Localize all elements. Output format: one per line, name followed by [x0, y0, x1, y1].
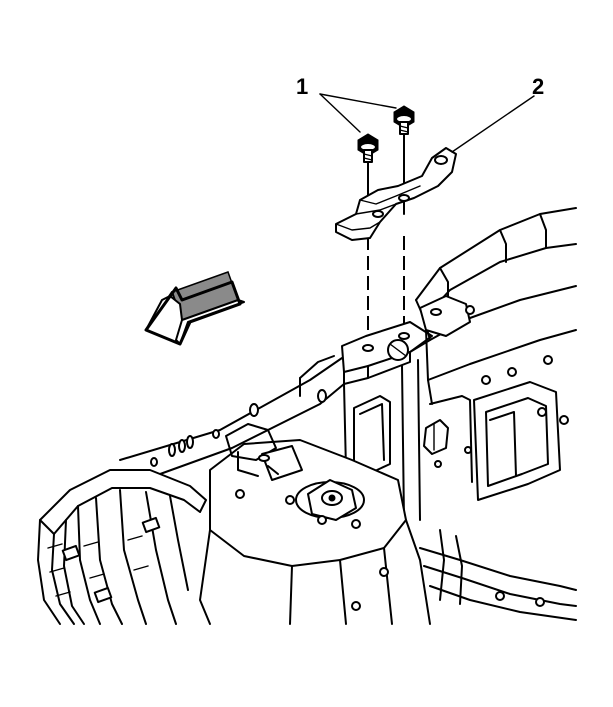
callout-label-1: 1 — [296, 74, 309, 99]
wiring-harness — [37, 469, 207, 625]
front-direction-arrow-icon — [144, 271, 245, 346]
body-structure — [119, 207, 577, 521]
mounting-pad — [341, 321, 433, 385]
callout-2-leader — [451, 95, 535, 153]
bolt-icon-left — [357, 133, 379, 163]
strut-tower — [199, 423, 431, 625]
hood-latch-bracket — [335, 147, 457, 241]
callout-1-leaders — [319, 93, 397, 133]
bolt-icon-right — [393, 105, 415, 135]
lower-right-hoses — [419, 529, 577, 621]
alignment-lines — [367, 133, 405, 346]
callout-label-2: 2 — [532, 74, 545, 99]
